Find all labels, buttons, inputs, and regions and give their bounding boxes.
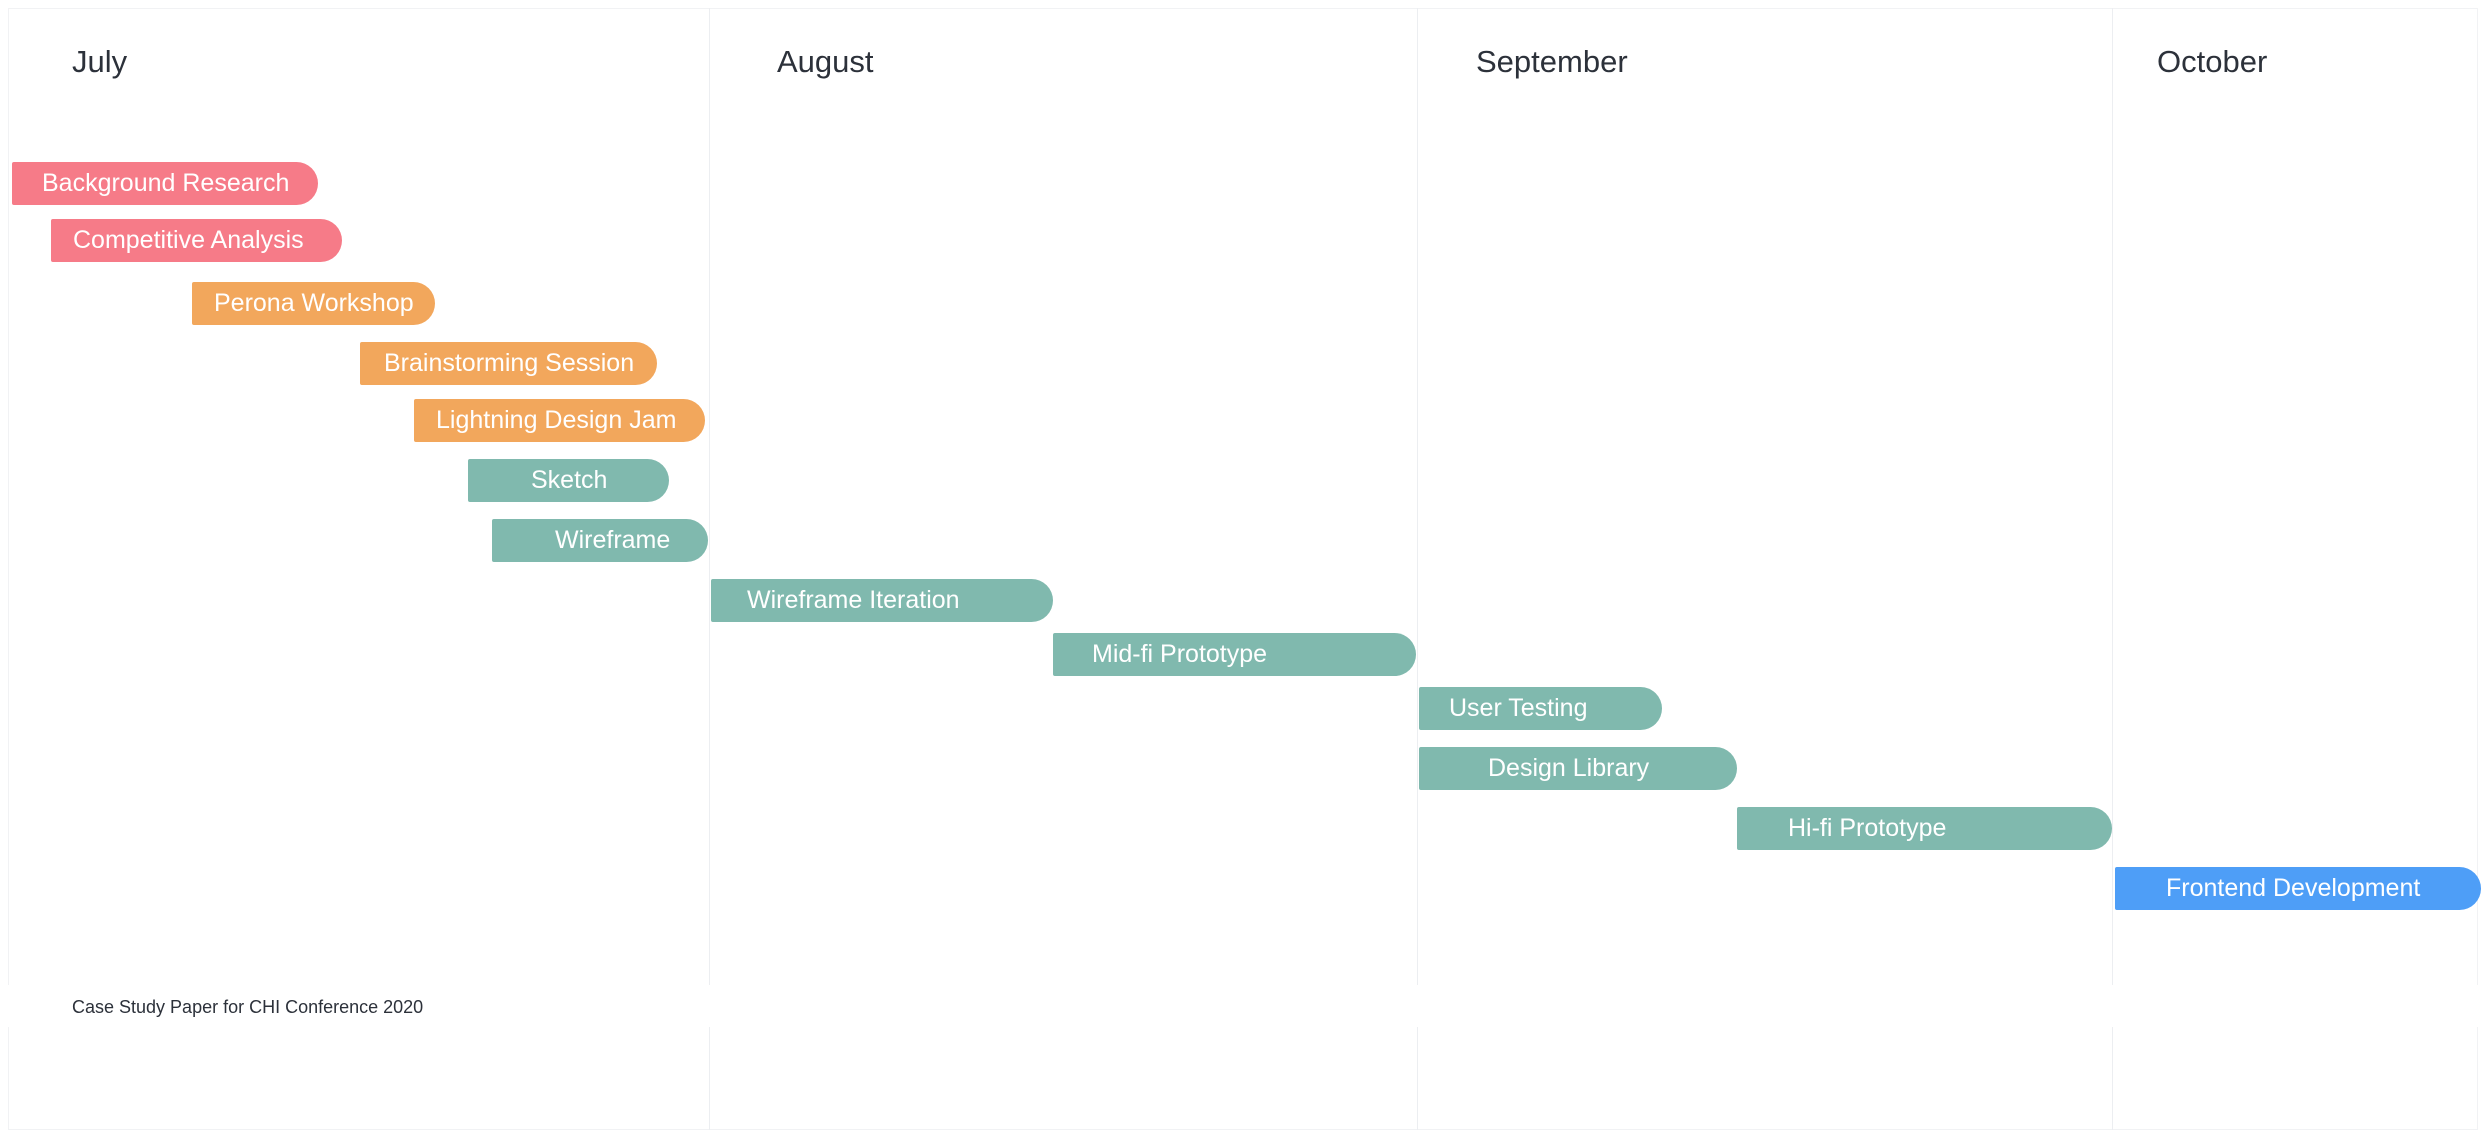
- month-label-october: October: [2157, 44, 2268, 79]
- task-label: Mid-fi Prototype: [1092, 640, 1268, 668]
- task-label: Wireframe: [555, 526, 671, 554]
- task-label: Perona Workshop: [214, 289, 414, 317]
- task-label: Lightning Design Jam: [436, 406, 677, 434]
- task-label: Design Library: [1488, 754, 1650, 782]
- task-bar-competitive-analysis[interactable]: Competitive Analysis: [51, 219, 342, 262]
- task-bar-mid-fi-prototype[interactable]: Mid-fi Prototype: [1053, 633, 1416, 676]
- task-bar-wireframe[interactable]: Wireframe: [492, 519, 708, 562]
- task-bar-lightning-design-jam[interactable]: Lightning Design Jam: [414, 399, 705, 442]
- caption-band: [0, 985, 2487, 1027]
- task-bar-brainstorming-session[interactable]: Brainstorming Session: [360, 342, 657, 385]
- month-label-august: August: [777, 44, 874, 79]
- timeline-frame: [8, 8, 2478, 1130]
- task-bar-frontend-development[interactable]: Frontend Development: [2115, 867, 2481, 910]
- month-label-september: September: [1476, 44, 1628, 79]
- task-label: Frontend Development: [2166, 874, 2421, 902]
- month-label-july: July: [72, 44, 128, 79]
- task-bar-background-research[interactable]: Background Research: [12, 162, 318, 205]
- task-label: Brainstorming Session: [384, 349, 635, 377]
- caption: Case Study Paper for CHI Conference 2020: [72, 997, 424, 1017]
- month-divider-august: [709, 8, 710, 1130]
- task-label: Hi-fi Prototype: [1788, 814, 1947, 842]
- task-bar-user-testing[interactable]: User Testing: [1419, 687, 1662, 730]
- task-label: Sketch: [531, 466, 608, 494]
- month-divider-october: [2112, 8, 2113, 1130]
- task-bar-sketch[interactable]: Sketch: [468, 459, 669, 502]
- task-bar-hi-fi-prototype[interactable]: Hi-fi Prototype: [1737, 807, 2112, 850]
- month-divider-september: [1417, 8, 1418, 1130]
- task-label: Competitive Analysis: [73, 226, 304, 254]
- task-bar-perona-workshop[interactable]: Perona Workshop: [192, 282, 435, 325]
- task-bar-wireframe-iteration[interactable]: Wireframe Iteration: [711, 579, 1053, 622]
- task-bar-design-library[interactable]: Design Library: [1419, 747, 1737, 790]
- task-label: Wireframe Iteration: [747, 586, 960, 614]
- task-label: Background Research: [42, 169, 290, 197]
- task-label: User Testing: [1449, 694, 1588, 722]
